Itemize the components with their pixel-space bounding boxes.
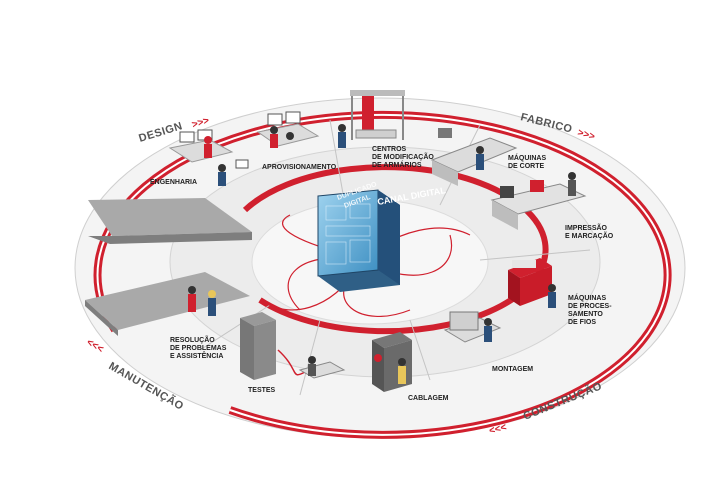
station-testes bbox=[240, 312, 346, 380]
station-testes-label: TESTES bbox=[248, 387, 276, 394]
station-montagem-label: MONTAGEM bbox=[492, 366, 533, 373]
phase-design-arrows: >>> bbox=[191, 115, 211, 131]
station-aprovisionamento-label: APROVISIONAMENTO bbox=[262, 164, 337, 171]
station-cablagem bbox=[372, 332, 412, 392]
station-centros-label-3: DE ARMÁRIOS bbox=[372, 160, 422, 169]
station-processamento-fios bbox=[508, 258, 556, 308]
station-resolucao-label-1: RESOLUÇÃO bbox=[170, 335, 215, 344]
station-engenharia-label: ENGENHARIA bbox=[150, 179, 197, 186]
digital-twin-cabinet: DUPLICADO DIGITAL bbox=[317, 181, 400, 292]
station-resolucao-label-3: E ASSISTÊNCIA bbox=[170, 351, 223, 360]
station-fios-label-4: DE FIOS bbox=[568, 319, 596, 326]
phase-manutencao-arrows: <<< bbox=[85, 337, 106, 355]
station-aprovisionamento bbox=[256, 111, 320, 148]
station-impressao-label-1: IMPRESSÃO bbox=[565, 223, 608, 232]
phase-fabrico-arrows: >>> bbox=[576, 127, 596, 142]
station-cablagem-label: CABLAGEM bbox=[408, 395, 449, 402]
station-resolucao bbox=[188, 286, 216, 316]
station-fios-label-2: DE PROCES- bbox=[568, 303, 612, 310]
station-fios-label-3: SAMENTO bbox=[568, 311, 603, 318]
station-impressao-label-2: E MARCAÇÃO bbox=[565, 231, 614, 240]
station-resolucao-label-2: DE PROBLEMAS bbox=[170, 345, 227, 352]
station-engenharia bbox=[168, 129, 249, 186]
station-maquinas-corte bbox=[430, 128, 518, 186]
station-impressao bbox=[490, 172, 587, 230]
phase-construcao-arrows: <<< bbox=[488, 422, 508, 437]
station-corte-label-1: MÁQUINAS bbox=[508, 153, 546, 162]
station-corte-label-2: DE CORTE bbox=[508, 163, 545, 170]
station-centros-label-1: CENTROS bbox=[372, 146, 407, 153]
station-centros-label-2: DE MODIFICAÇÃO bbox=[372, 152, 434, 161]
station-centros-modificacao bbox=[338, 90, 405, 148]
station-fios-label-1: MÁQUINAS bbox=[568, 293, 606, 302]
station-montagem bbox=[443, 311, 502, 343]
ramps bbox=[85, 198, 252, 336]
